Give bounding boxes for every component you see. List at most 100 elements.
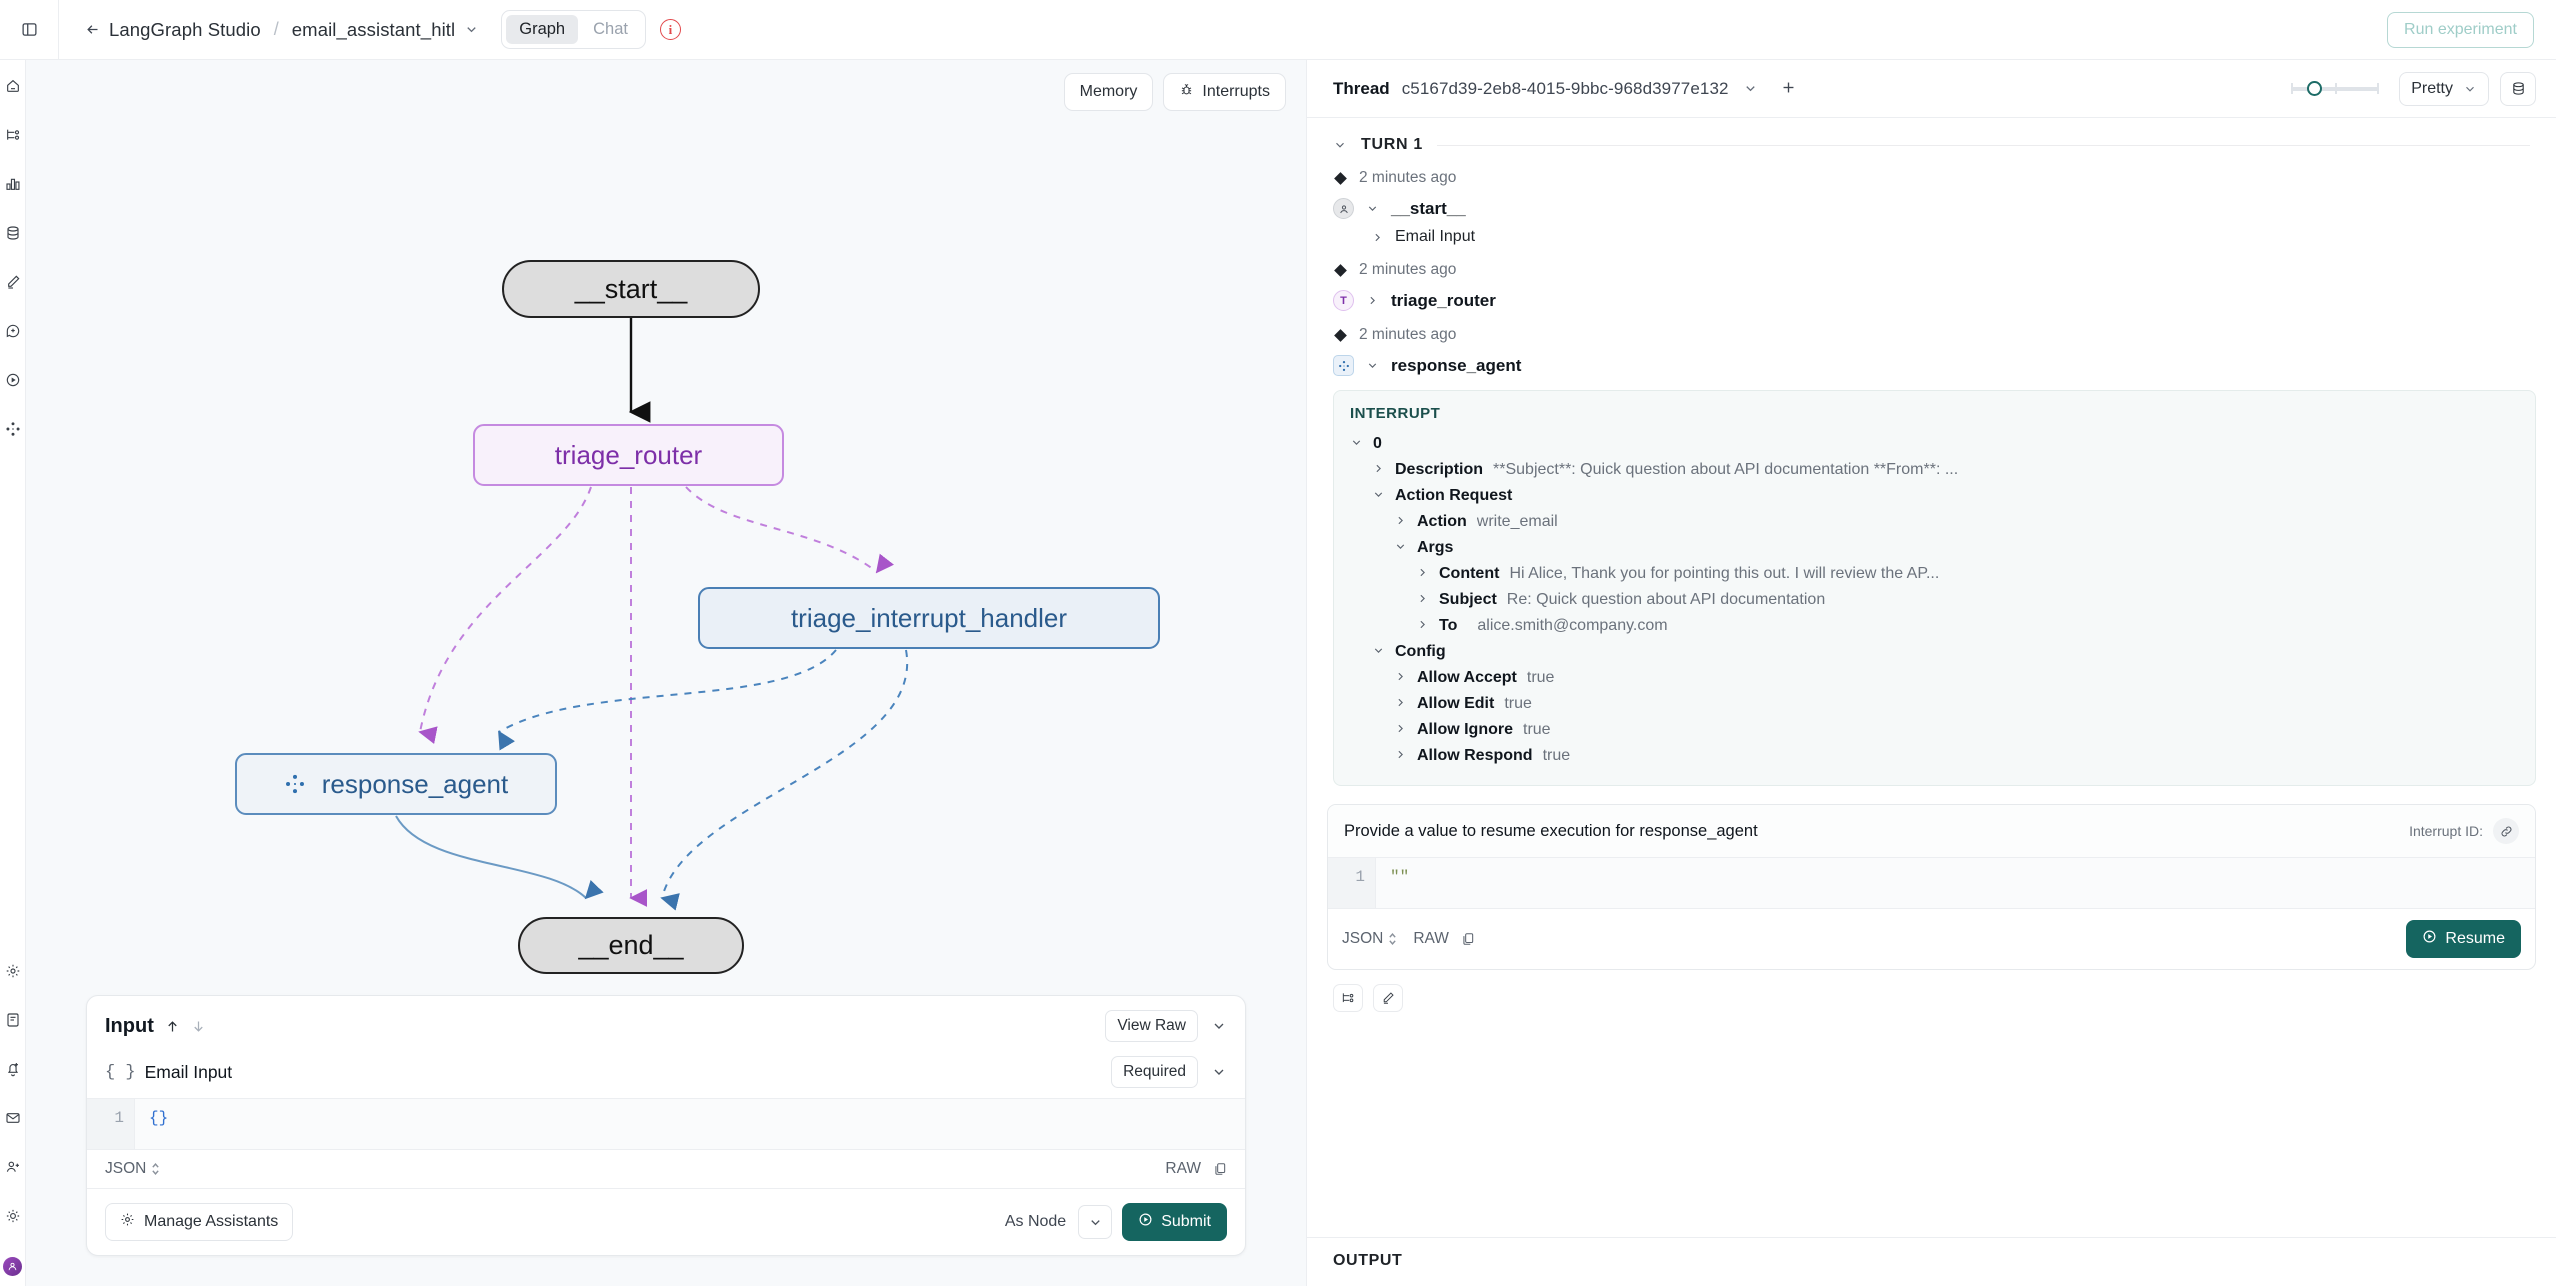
breadcrumb-app-name[interactable]: LangGraph Studio: [109, 18, 261, 40]
format-stepper-icon[interactable]: [1388, 931, 1397, 947]
info-icon[interactable]: i: [659, 19, 681, 40]
interrupt-arg-content[interactable]: Content Hi Alice, Thank you for pointing…: [1350, 561, 2519, 587]
chevron-right-icon[interactable]: [1394, 670, 1407, 683]
graph-node-response-agent[interactable]: response_agent: [235, 753, 557, 815]
editor-content[interactable]: "": [1390, 868, 1410, 886]
format-label[interactable]: JSON: [1342, 930, 1384, 947]
new-thread-button[interactable]: [1780, 77, 1797, 101]
input-code-editor[interactable]: 1 {}: [87, 1098, 1245, 1150]
pencil-icon[interactable]: [1, 270, 25, 294]
interrupt-action-request-row[interactable]: Action Request: [1350, 483, 2519, 509]
chevron-right-icon[interactable]: [1372, 462, 1385, 475]
copy-icon[interactable]: [1213, 1162, 1227, 1176]
chevron-right-icon[interactable]: [1366, 294, 1379, 307]
chart-icon[interactable]: [1, 172, 25, 196]
interrupt-action-row[interactable]: Action write_email: [1350, 509, 2519, 535]
as-node-dropdown[interactable]: [1078, 1205, 1113, 1239]
interrupt-description-row[interactable]: Description **Subject**: Quick question …: [1350, 457, 2519, 483]
graph-canvas[interactable]: Memory Interrupts: [26, 60, 1306, 995]
chevron-down-icon[interactable]: [1211, 1018, 1227, 1034]
interrupt-arg-to[interactable]: To alice.smith@company.com: [1350, 613, 2519, 639]
chevron-right-icon[interactable]: [1416, 592, 1429, 605]
thread-event-start[interactable]: __start__: [1307, 187, 2556, 219]
chevron-down-icon[interactable]: [1333, 138, 1347, 152]
turn-header[interactable]: TURN 1: [1307, 118, 2556, 154]
tab-chat[interactable]: Chat: [593, 20, 628, 38]
run-experiment-button[interactable]: Run experiment: [2387, 11, 2534, 48]
config-allow-respond[interactable]: Allow Respond true: [1350, 743, 2519, 769]
graph-icon[interactable]: [1, 123, 25, 147]
chevron-right-icon[interactable]: [1394, 514, 1407, 527]
sidebar-toggle-icon[interactable]: [14, 15, 44, 45]
chevron-right-icon[interactable]: [1416, 566, 1429, 579]
format-label[interactable]: JSON: [105, 1160, 147, 1177]
manage-assistants-button[interactable]: Manage Assistants: [105, 1203, 294, 1241]
chevron-down-icon[interactable]: [1211, 1064, 1227, 1080]
user-avatar[interactable]: [3, 1257, 22, 1276]
database-icon[interactable]: [1, 221, 25, 245]
bell-plus-icon[interactable]: [1, 1057, 25, 1081]
graph-node-triage-interrupt-handler[interactable]: triage_interrupt_handler: [698, 587, 1160, 649]
interrupt-config-row[interactable]: Config: [1350, 639, 2519, 665]
arrow-up-icon[interactable]: [165, 1019, 180, 1034]
history-slider[interactable]: [2291, 80, 2380, 98]
play-circle-icon[interactable]: [1, 368, 25, 392]
database-icon[interactable]: [2500, 71, 2536, 106]
view-raw-button[interactable]: View Raw: [1105, 1010, 1198, 1042]
gear-icon[interactable]: [1, 959, 25, 983]
chevron-down-icon[interactable]: [1350, 436, 1363, 449]
pencil-icon[interactable]: [1373, 984, 1403, 1012]
config-allow-accept[interactable]: Allow Accept true: [1350, 665, 2519, 691]
chevron-right-icon[interactable]: [1394, 696, 1407, 709]
chevron-right-icon[interactable]: [1416, 618, 1429, 631]
format-select[interactable]: Pretty: [2399, 71, 2489, 106]
format-stepper-icon[interactable]: [151, 1161, 160, 1177]
graph-node-triage-router[interactable]: triage_router: [473, 424, 784, 486]
back-button[interactable]: [85, 22, 100, 37]
resume-button[interactable]: Resume: [2406, 920, 2521, 958]
sun-icon[interactable]: [1, 1204, 25, 1228]
thread-body[interactable]: TURN 1 2 minutes ago __start__: [1307, 118, 2556, 1237]
chevron-down-icon[interactable]: [1372, 488, 1385, 501]
interrupt-index-row[interactable]: 0: [1350, 431, 2519, 457]
home-icon[interactable]: [1, 74, 25, 98]
chevron-right-icon[interactable]: [1371, 231, 1384, 244]
memory-button[interactable]: Memory: [1063, 73, 1154, 111]
graph-node-start[interactable]: __start__: [502, 260, 760, 318]
required-badge[interactable]: Required: [1111, 1056, 1198, 1088]
chevron-right-icon[interactable]: [1394, 722, 1407, 735]
docs-icon[interactable]: [1, 1008, 25, 1032]
interrupts-button[interactable]: Interrupts: [1163, 73, 1286, 111]
chevron-down-icon[interactable]: [1372, 644, 1385, 657]
arg-key: Content: [1439, 565, 1500, 582]
config-allow-ignore[interactable]: Allow Ignore true: [1350, 717, 2519, 743]
config-allow-edit[interactable]: Allow Edit true: [1350, 691, 2519, 717]
editor-content[interactable]: {}: [149, 1109, 169, 1127]
raw-toggle[interactable]: RAW: [1413, 930, 1449, 947]
interrupt-arg-subject[interactable]: Subject Re: Quick question about API doc…: [1350, 587, 2519, 613]
resume-code-editor[interactable]: 1 "": [1328, 857, 2535, 909]
slider-knob[interactable]: [2307, 81, 2323, 96]
chevron-down-icon[interactable]: [1366, 359, 1379, 372]
copy-icon[interactable]: [1461, 932, 1475, 946]
graph-icon[interactable]: [1333, 984, 1363, 1012]
chevron-down-icon[interactable]: [1394, 540, 1407, 553]
tab-graph[interactable]: Graph: [506, 15, 579, 44]
arrow-down-icon[interactable]: [191, 1019, 206, 1034]
mail-icon[interactable]: [1, 1106, 25, 1130]
graph-node-end[interactable]: __end__: [518, 917, 744, 974]
link-icon[interactable]: [2493, 818, 2519, 844]
plus-circle-icon[interactable]: [1, 319, 25, 343]
interrupt-args-row[interactable]: Args: [1350, 535, 2519, 561]
raw-toggle[interactable]: RAW: [1165, 1160, 1201, 1177]
thread-event-triage-router[interactable]: T triage_router: [1307, 279, 2556, 311]
chevron-right-icon[interactable]: [1394, 748, 1407, 761]
thread-event-child[interactable]: Email Input: [1307, 219, 2556, 246]
submit-button[interactable]: Submit: [1122, 1203, 1227, 1241]
agent-icon[interactable]: [1, 417, 25, 441]
graph-selector[interactable]: email_assistant_hitl: [292, 19, 479, 41]
user-plus-icon[interactable]: [1, 1155, 25, 1179]
thread-event-response-agent[interactable]: response_agent: [1307, 344, 2556, 376]
chevron-down-icon[interactable]: [1366, 202, 1379, 215]
chevron-down-icon[interactable]: [1743, 81, 1758, 96]
